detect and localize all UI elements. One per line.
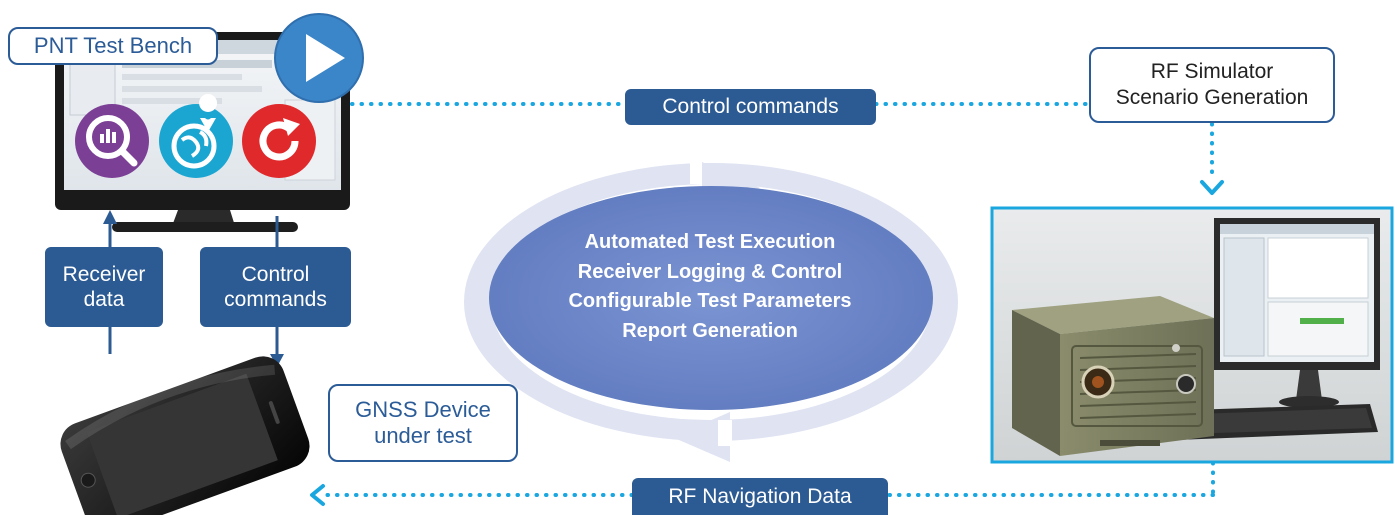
gnss-device-label: GNSS Device under test xyxy=(328,384,518,462)
rf-simulator-line1: RF Simulator xyxy=(1150,59,1274,83)
center-feature-list: Automated Test Execution Receiver Loggin… xyxy=(505,228,915,346)
globe-location-icon xyxy=(159,94,233,178)
feature-automated-test-execution: Automated Test Execution xyxy=(584,231,836,253)
pnt-test-bench-label: PNT Test Bench xyxy=(8,27,218,65)
gnss-device-line1: GNSS Device xyxy=(355,396,491,422)
feature-receiver-logging-control: Receiver Logging & Control xyxy=(577,260,843,283)
receiver-data-label: Receiver data xyxy=(45,247,163,327)
receiver-data-line2: data xyxy=(83,288,125,311)
arrow-down-to-simulator xyxy=(1200,180,1224,195)
dotted-connectors xyxy=(318,102,1215,497)
arrow-left-to-device xyxy=(310,484,325,506)
gnss-device-line2: under test xyxy=(374,423,472,448)
feature-configurable-test-parameters: Configurable Test Parameters xyxy=(568,290,852,313)
rf-simulator-line2: Scenario Generation xyxy=(1115,86,1309,109)
control-commands-left-line1: Control xyxy=(241,262,310,286)
control-commands-top-label: Control commands xyxy=(625,89,876,125)
receiver-data-line1: Receiver xyxy=(62,262,146,286)
control-commands-left-label: Control commands xyxy=(200,247,351,327)
feature-report-generation: Report Generation xyxy=(622,319,798,342)
rf-simulator-hardware-image xyxy=(990,206,1394,464)
rf-navigation-data-label: RF Navigation Data xyxy=(632,478,888,515)
rf-simulator-label: RF Simulator Scenario Generation xyxy=(1089,47,1335,123)
control-commands-left-line2: commands xyxy=(224,288,327,311)
center-ellipse xyxy=(489,186,933,410)
play-icon xyxy=(274,13,364,103)
analytics-icon xyxy=(75,104,149,178)
smartphone-image xyxy=(60,356,310,515)
refresh-icon xyxy=(242,104,316,178)
